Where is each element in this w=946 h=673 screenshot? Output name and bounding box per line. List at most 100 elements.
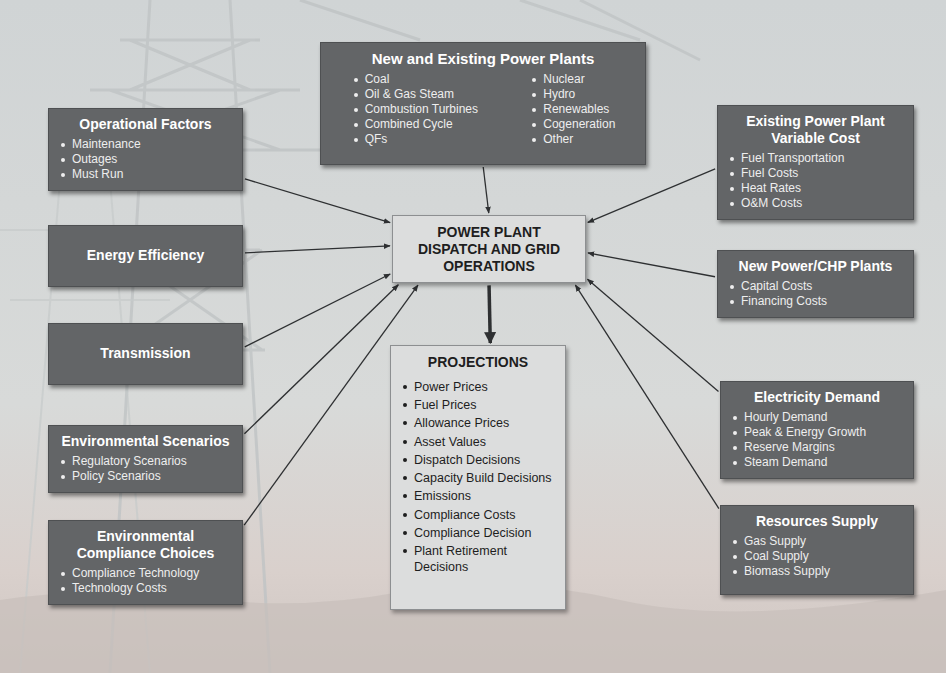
- bullet-row: Financing Costs: [727, 294, 827, 309]
- bullet-dot: [733, 540, 737, 544]
- bullet-dot: [733, 446, 737, 450]
- bullet-dot: [61, 460, 65, 464]
- bullet-item: Policy Scenarios: [72, 469, 161, 484]
- box-heading: Resources Supply: [730, 513, 904, 530]
- bullet-dot: [403, 494, 407, 498]
- bullet-dot: [532, 123, 536, 127]
- bullet-item: Nuclear: [543, 72, 584, 87]
- bullet-item: Capacity Build Decisions: [414, 470, 552, 486]
- bullet-item: Coal Supply: [744, 549, 809, 564]
- bullet-row: Dispatch Decisions: [400, 452, 556, 468]
- input-box: Energy Efficiency: [48, 225, 243, 287]
- input-box: Electricity DemandHourly DemandPeak & En…: [720, 381, 914, 479]
- bullet-item: Fuel Costs: [741, 166, 798, 181]
- bullet-row: Technology Costs: [58, 581, 199, 596]
- bullet-row: Outages: [58, 152, 141, 167]
- bullet-row: Capital Costs: [727, 279, 827, 294]
- bullet-dot: [403, 549, 407, 553]
- bullet-row: Plant Retirement Decisions: [400, 543, 556, 576]
- bullet-item: Hydro: [543, 87, 575, 102]
- bullet-row: Emissions: [400, 488, 556, 504]
- input-box: Resources SupplyGas SupplyCoal SupplyBio…: [720, 505, 914, 595]
- bullet-item: Asset Values: [414, 434, 486, 450]
- bullet-item: Technology Costs: [72, 581, 167, 596]
- bullet-row: Compliance Decision: [400, 525, 556, 541]
- bullet-list: Gas SupplyCoal SupplyBiomass Supply: [730, 534, 904, 579]
- bullet-dot: [403, 403, 407, 407]
- bullet-item: Maintenance: [72, 137, 141, 152]
- box-heading: New and Existing Power Plants: [330, 50, 636, 68]
- bullet-list: CoalOil & Gas SteamCombustion TurbinesCo…: [330, 72, 636, 147]
- bullet-row: Fuel Prices: [400, 397, 556, 413]
- bullet-item: Renewables: [543, 102, 609, 117]
- bullet-item: Power Prices: [414, 379, 488, 395]
- bullet-item: Must Run: [72, 167, 123, 182]
- bullet-dot: [733, 570, 737, 574]
- process-box: PROJECTIONS Power PricesFuel PricesAllowa…: [390, 345, 566, 610]
- bullet-item: Coal: [365, 72, 390, 87]
- bullet-list: MaintenanceOutagesMust Run: [58, 137, 233, 182]
- bullet-dot: [730, 300, 734, 304]
- input-box: New and Existing Power PlantsCoalOil & G…: [320, 42, 646, 165]
- bullet-item: Cogeneration: [543, 117, 615, 132]
- arrow-connector: [588, 169, 715, 223]
- bullet-row: Renewables: [529, 102, 615, 117]
- bullet-item: Fuel Transportation: [741, 151, 844, 166]
- bullet-dot: [532, 138, 536, 142]
- bullet-dot: [354, 138, 358, 142]
- bullet-row: Policy Scenarios: [58, 469, 187, 484]
- bullet-dot: [733, 555, 737, 559]
- bullet-dot: [532, 108, 536, 112]
- bullet-row: Compliance Technology: [58, 566, 199, 581]
- bullet-row: Biomass Supply: [730, 564, 830, 579]
- bullet-dot: [61, 173, 65, 177]
- bullet-dot: [730, 157, 734, 161]
- bullet-item: Regulatory Scenarios: [72, 454, 187, 469]
- bullet-item: Hourly Demand: [744, 410, 827, 425]
- bullet-row: Coal Supply: [730, 549, 830, 564]
- bullet-dot: [61, 475, 65, 479]
- bullet-list: Power PricesFuel PricesAllowance PricesA…: [400, 379, 556, 578]
- bullet-dot: [403, 421, 407, 425]
- bullet-list: Fuel TransportationFuel CostsHeat RatesO…: [727, 151, 904, 211]
- box-heading: Energy Efficiency: [87, 247, 205, 264]
- bullet-item: Combustion Turbines: [365, 102, 478, 117]
- bullet-row: Must Run: [58, 167, 141, 182]
- box-heading: Environmental Compliance Choices: [58, 528, 233, 562]
- bullet-item: Steam Demand: [744, 455, 827, 470]
- bullet-item: Compliance Decision: [414, 525, 531, 541]
- box-heading: New Power/CHP Plants: [727, 258, 904, 275]
- bullet-item: Outages: [72, 152, 117, 167]
- bullet-row: Peak & Energy Growth: [730, 425, 866, 440]
- bullet-item: Gas Supply: [744, 534, 806, 549]
- bullet-item: Allowance Prices: [414, 415, 509, 431]
- bullet-dot: [733, 416, 737, 420]
- bullet-dot: [61, 572, 65, 576]
- box-heading: Existing Power Plant Variable Cost: [727, 113, 904, 147]
- bullet-row: Coal: [351, 72, 478, 87]
- bullet-dot: [733, 431, 737, 435]
- bullet-row: Allowance Prices: [400, 415, 556, 431]
- bullet-item: Financing Costs: [741, 294, 827, 309]
- bullet-dot: [61, 158, 65, 162]
- bullet-row: Hourly Demand: [730, 410, 866, 425]
- box-heading: Transmission: [100, 345, 190, 362]
- input-box: Transmission: [48, 323, 243, 385]
- bullet-dot: [730, 202, 734, 206]
- process-box: POWER PLANT DISPATCH AND GRID OPERATIONS: [392, 215, 586, 283]
- bullet-row: QFs: [351, 132, 478, 147]
- input-box: Existing Power Plant Variable CostFuel T…: [717, 105, 914, 220]
- bullet-list: Compliance TechnologyTechnology Costs: [58, 566, 233, 596]
- box-heading: Electricity Demand: [730, 389, 904, 406]
- bullet-dot: [730, 285, 734, 289]
- bullet-dot: [354, 108, 358, 112]
- bullet-row: Asset Values: [400, 434, 556, 450]
- box-heading: PROJECTIONS: [400, 354, 556, 371]
- arrow-connector: [245, 179, 390, 223]
- bullet-dot: [403, 513, 407, 517]
- bullet-item: Reserve Margins: [744, 440, 835, 455]
- box-heading: Environmental Scenarios: [58, 433, 233, 450]
- bullet-row: O&M Costs: [727, 196, 844, 211]
- bullet-item: Peak & Energy Growth: [744, 425, 866, 440]
